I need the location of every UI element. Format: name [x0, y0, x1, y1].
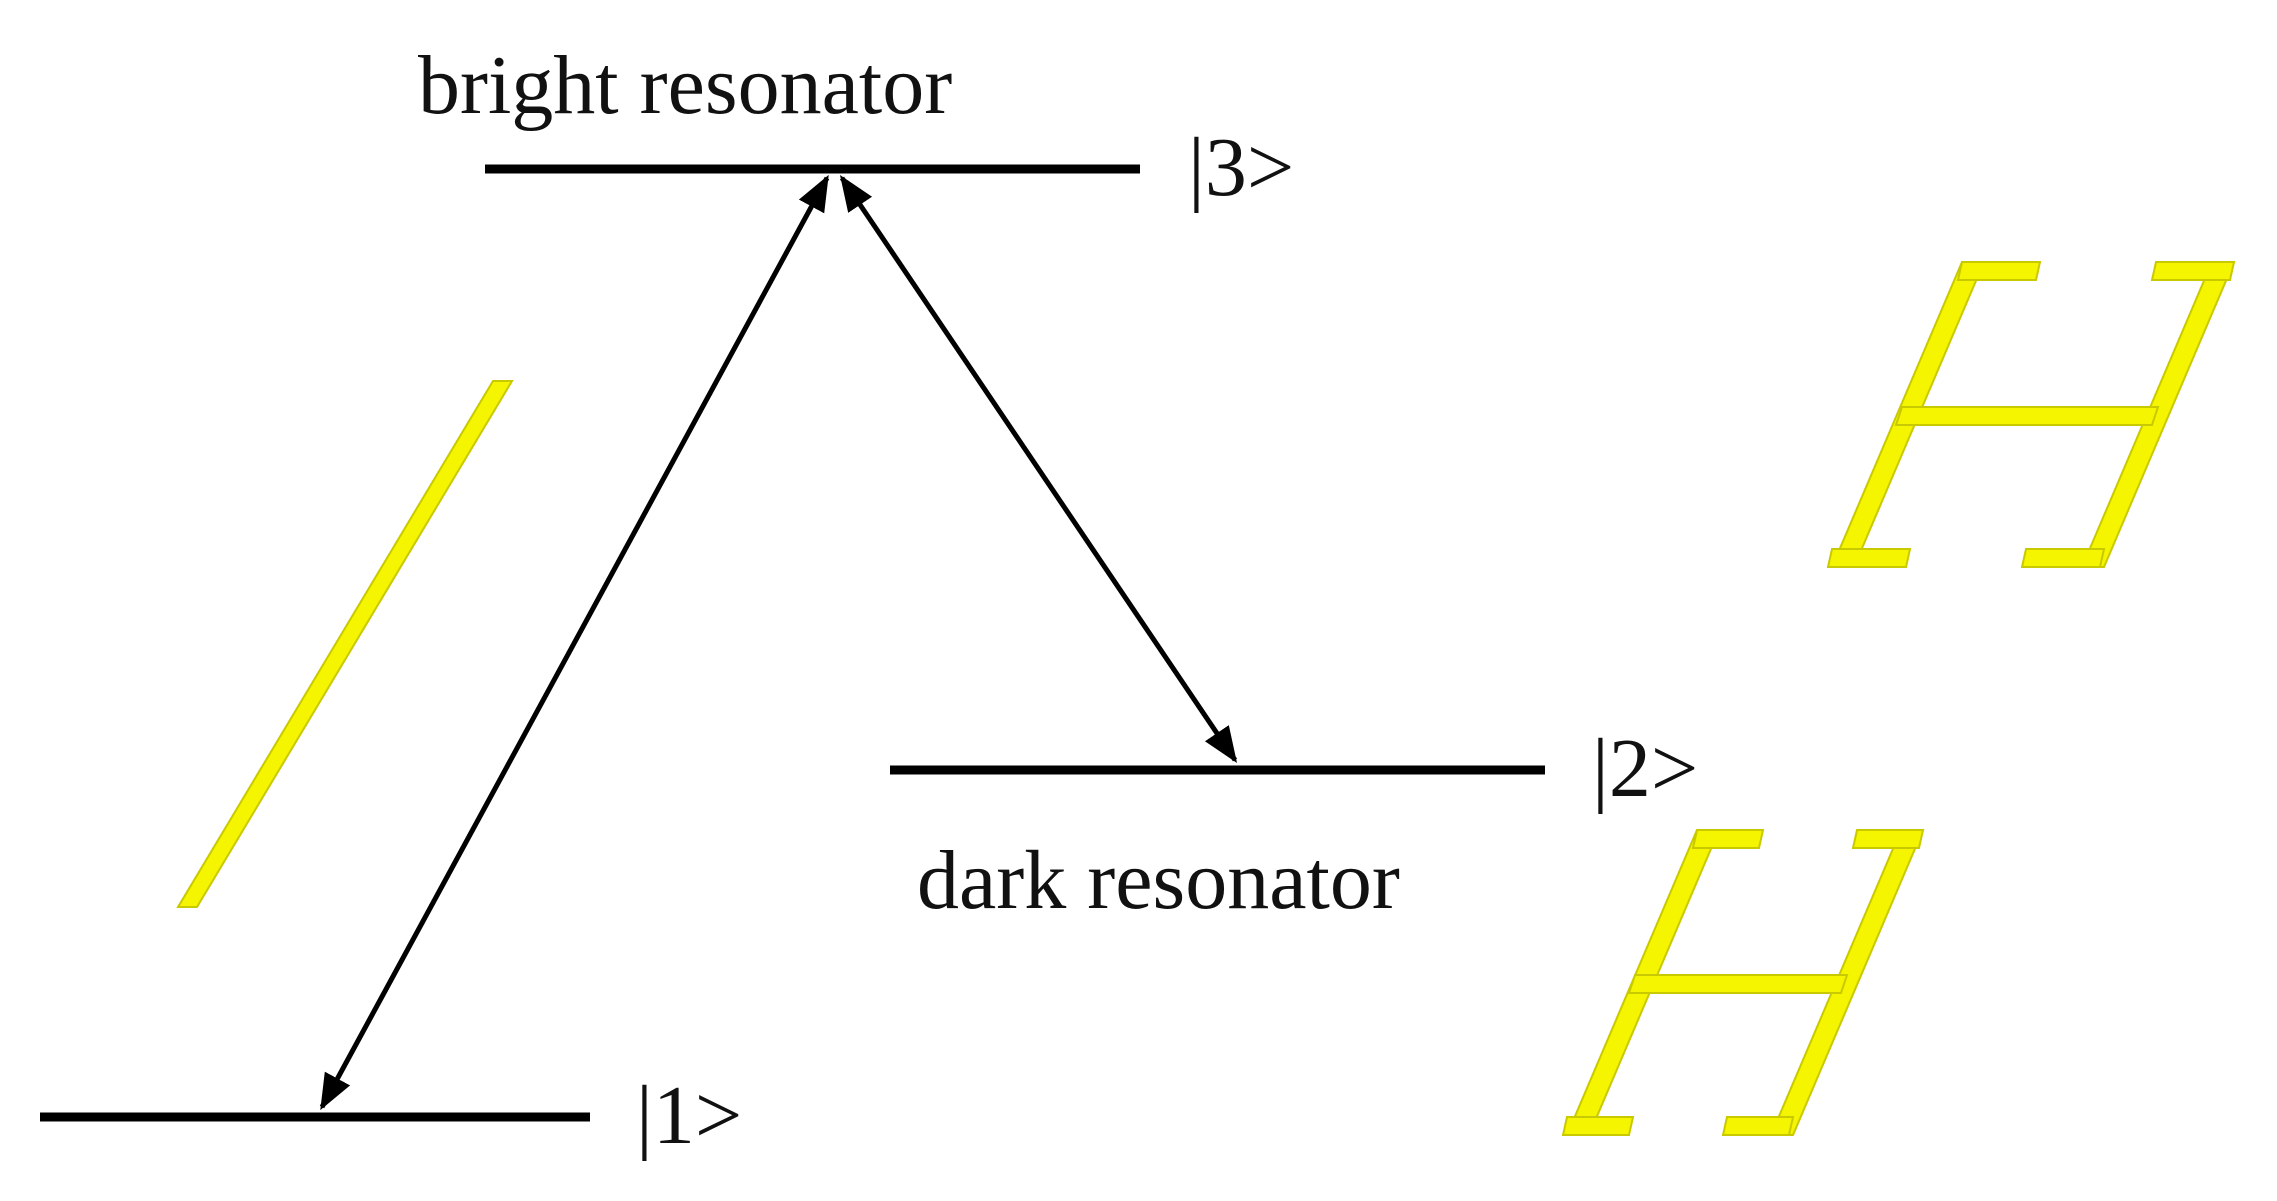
level-2-ket: |2>: [1592, 722, 1698, 815]
level-3-ket: |3>: [1188, 121, 1294, 214]
transition-1-3-arrow: [319, 174, 830, 1111]
cut-wire-resonator-icon: [176, 380, 514, 908]
level-1-ket: |1>: [636, 1069, 742, 1162]
transition-3-2-arrow: [839, 175, 1238, 763]
split-ring-resonator-pair-icon: [1826, 261, 2236, 568]
dark-resonator-label: dark resonator: [917, 834, 1400, 927]
split-ring-resonator-pair-icon-lower: [1561, 829, 1925, 1136]
bright-resonator-label: bright resonator: [418, 39, 952, 132]
